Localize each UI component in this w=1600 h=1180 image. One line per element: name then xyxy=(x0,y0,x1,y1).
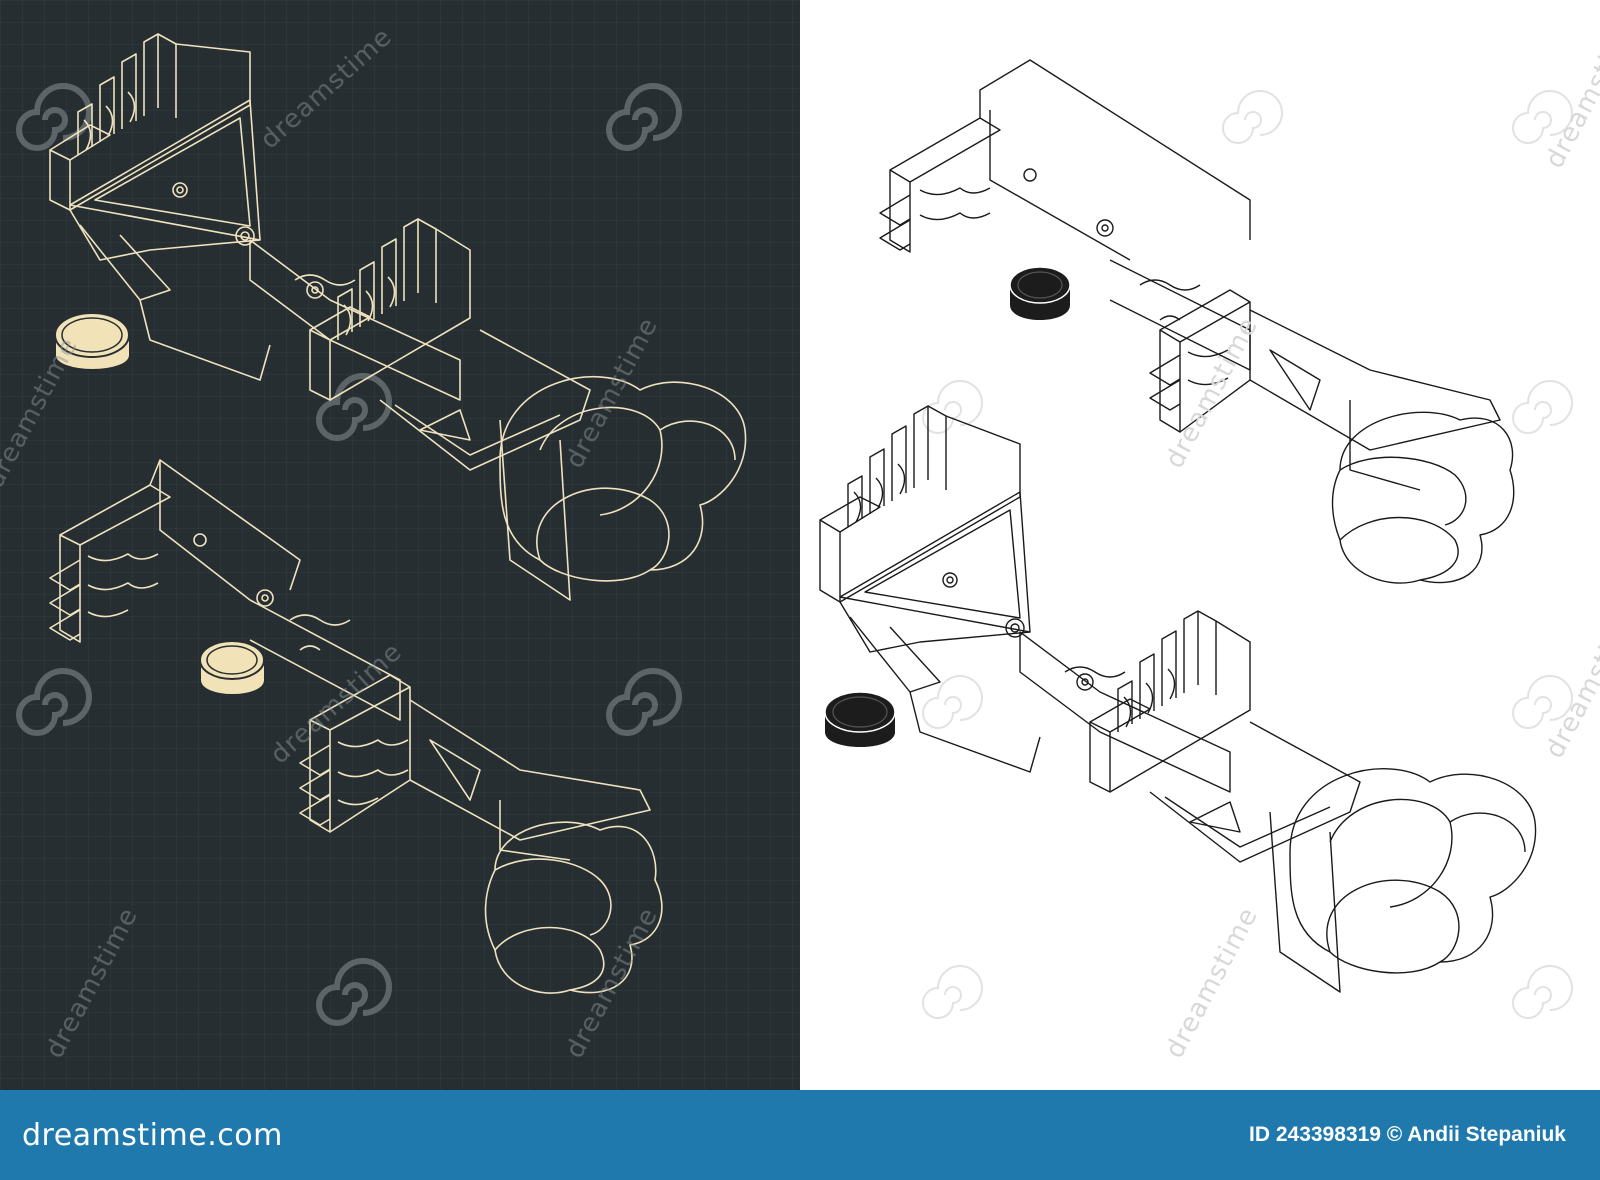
spiral-logo-icon xyxy=(1222,90,1283,144)
spiral-logo-icon xyxy=(606,668,682,736)
spiral-logo-icon xyxy=(316,958,392,1026)
footer-bar: dreamstime.com ID 243398319 © Andii Step… xyxy=(0,1090,1600,1180)
knob-top-dark xyxy=(54,312,131,371)
white-drawing-panel: dreamstime dreamstime dreamstime dreamst… xyxy=(800,0,1600,1090)
light-panel-canvas: dreamstime dreamstime dreamstime dreamst… xyxy=(800,0,1600,1090)
spiral-logo-icon xyxy=(922,380,983,434)
brand-wordmark: dreamstime.com xyxy=(22,1117,283,1153)
watermark-spirals-light xyxy=(922,90,1573,1019)
spiral-logo-icon xyxy=(922,965,983,1019)
watermark-spirals-dark xyxy=(16,83,682,1026)
spiral-logo-icon xyxy=(16,83,92,151)
spiral-logo-icon xyxy=(1512,965,1573,1019)
spiral-logo-icon xyxy=(1512,380,1573,434)
blueprint-grid xyxy=(0,0,800,1090)
knob-bottom-dark xyxy=(199,640,266,696)
image-credit: ID 243398319 © Andii Stepaniuk xyxy=(1249,1123,1566,1146)
spiral-logo-icon xyxy=(316,373,392,441)
knob-top-light xyxy=(1009,266,1071,320)
spiral-logo-icon xyxy=(922,675,983,729)
spiral-logo-icon xyxy=(16,668,92,736)
dark-panel-canvas: dreamstime dreamstime dreamstime dreamst… xyxy=(0,0,800,1090)
spiral-logo-icon xyxy=(1512,90,1573,144)
spiral-logo-icon xyxy=(606,83,682,151)
spiral-logo-icon xyxy=(1512,675,1573,729)
knob-bottom-light xyxy=(824,691,896,747)
dark-blueprint-panel: dreamstime dreamstime dreamstime dreamst… xyxy=(0,0,800,1090)
